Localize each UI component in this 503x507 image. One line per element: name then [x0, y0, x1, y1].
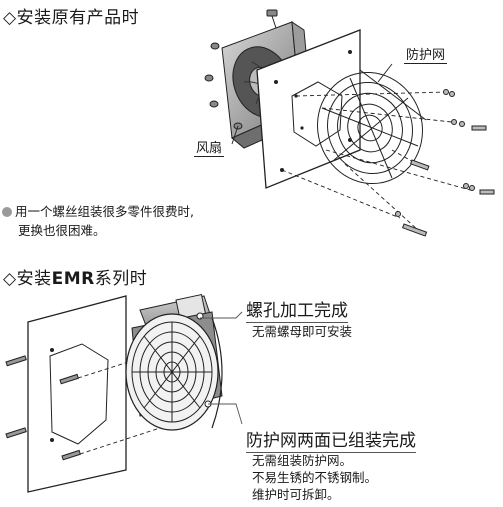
section2-title: ◇安装EMR系列时	[3, 264, 147, 289]
fan-unit-emr	[125, 294, 223, 431]
brand-name: EMR	[51, 269, 95, 289]
callout-screw-holes-title: 螺孔加工完成	[246, 296, 348, 323]
section1-note-text1: 用一个螺丝组装很多零件很费时,	[15, 204, 194, 219]
section2-title-prefix: ◇安装	[3, 269, 52, 289]
leader-lines-old	[231, 63, 393, 145]
section1-note-line2: 更换也很困难。	[18, 223, 106, 238]
callout-guard-line3: 维护时可拆卸。	[252, 487, 340, 502]
section1-title: ◇安装原有产品时	[3, 8, 140, 28]
mounting-plate-new	[27, 295, 127, 493]
callout-guard-title: 防护网两面已组装完成	[246, 426, 416, 453]
section2-title-suffix: 系列时	[94, 269, 148, 289]
section1-note-line1: 用一个螺丝组装很多零件很费时,	[2, 203, 194, 221]
callout-guard-line1: 无需组装防护网。	[252, 453, 353, 468]
mounting-plate-old	[256, 29, 361, 189]
bullet-icon	[2, 207, 12, 217]
fan-label: 风扇	[194, 137, 225, 157]
callout-screw-holes-text: 无需螺母即可安装	[252, 324, 353, 339]
leader-lines-new	[200, 311, 243, 425]
fan-guard-label: 防护网	[404, 44, 448, 64]
callout-guard-line2: 不易生锈的不锈钢制。	[252, 470, 378, 485]
fan-guard-old	[317, 69, 427, 185]
screws-nuts-old	[395, 89, 495, 237]
screws-new	[5, 355, 81, 461]
